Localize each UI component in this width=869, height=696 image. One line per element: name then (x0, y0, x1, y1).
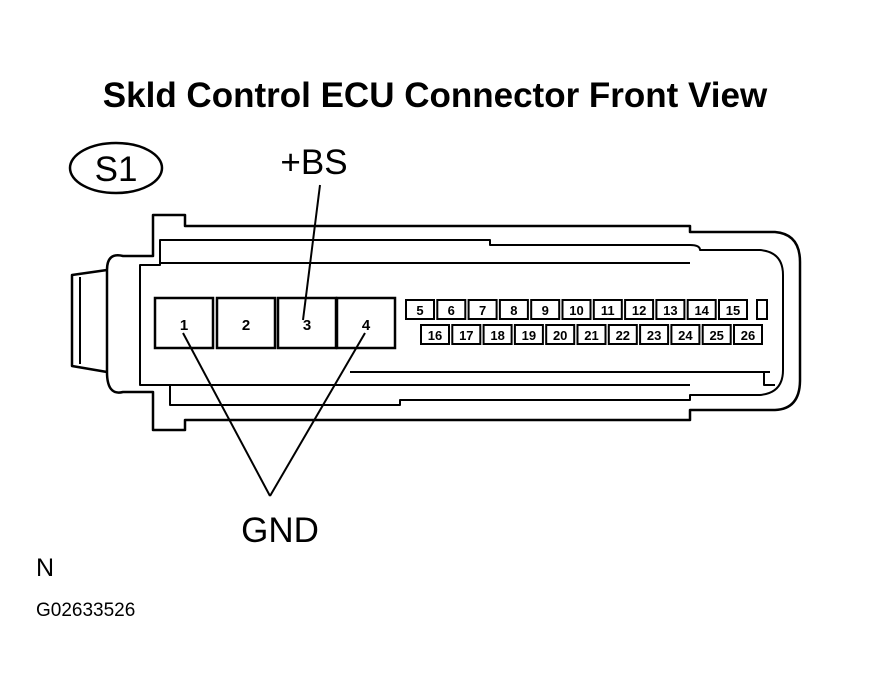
small-pin-cavity (530, 299, 561, 320)
large-pin-4: 4 (335, 296, 397, 350)
small-pin-24: 24 (670, 324, 701, 345)
small-pin-cavity (498, 299, 529, 320)
connector-body (70, 213, 802, 432)
small-pin-cavity (592, 299, 623, 320)
blank-pin-cavity (756, 299, 768, 320)
small-pin-number: 14 (694, 303, 709, 318)
small-pin-group: 5 6 7 8 9 10 11 12 13 14 15 16 17 18 19 20 21 22 23 24 25 26 (405, 299, 768, 345)
connector-code-label: S1 (95, 150, 138, 189)
small-pin-25: 25 (701, 324, 732, 345)
small-pin-number: 15 (726, 303, 740, 318)
large-pin-3: 3 (276, 296, 338, 350)
small-pin-cavity (576, 324, 607, 345)
gnd-callout-label: GND (241, 511, 319, 550)
small-pin-cavity (436, 299, 467, 320)
small-pin-22: 22 (607, 324, 638, 345)
small-pin-12: 12 (624, 299, 655, 320)
small-pin-16: 16 (420, 324, 450, 345)
small-pin-number: 10 (569, 303, 583, 318)
small-pin-cavity (545, 324, 576, 345)
small-pin-cavity (420, 324, 450, 345)
small-pin-cavity (655, 299, 686, 320)
small-pin-13: 13 (655, 299, 686, 320)
gnd-leader-line-pin4 (269, 332, 366, 497)
bs-leader-line (302, 184, 321, 321)
connector-key-slot (763, 372, 775, 386)
small-pin-cavity (561, 299, 592, 320)
small-pin-number: 6 (448, 303, 455, 318)
note-label: N (36, 554, 54, 582)
small-pin-cavity (733, 324, 763, 345)
small-pin-cavity (718, 299, 748, 320)
small-pin-number: 5 (416, 303, 423, 318)
small-pin-21: 21 (576, 324, 607, 345)
small-pin-number: 22 (616, 328, 630, 343)
small-pin-cavity (670, 324, 701, 345)
small-pin-number: 25 (709, 328, 723, 343)
small-pin-5: 5 (405, 299, 435, 320)
small-pin-7: 7 (467, 299, 498, 320)
small-pin-18: 18 (482, 324, 513, 345)
connector-outer-shell (105, 213, 802, 432)
small-pin-23: 23 (639, 324, 670, 345)
small-pin-cavity (482, 324, 513, 345)
small-pin-15: 15 (718, 299, 748, 320)
small-pin-number: 23 (647, 328, 661, 343)
small-pin-11: 11 (592, 299, 623, 320)
small-pin-number: 12 (632, 303, 646, 318)
small-pin-number: 20 (553, 328, 567, 343)
large-pin-number: 4 (362, 317, 371, 334)
small-pin-number: 19 (522, 328, 536, 343)
small-pin-cavity (701, 324, 732, 345)
small-pin-number: 11 (601, 303, 615, 318)
small-pin-number: 24 (678, 328, 693, 343)
small-pin-number: 17 (459, 328, 473, 343)
small-pin-cavity (451, 324, 482, 345)
small-pin-9: 9 (530, 299, 561, 320)
small-pin-cavity (405, 299, 435, 320)
small-pin-cavity (686, 299, 717, 320)
small-pin-number: 26 (741, 328, 755, 343)
small-pin-26: 26 (733, 324, 763, 345)
small-pin-number: 9 (542, 303, 549, 318)
small-pin-number: 8 (510, 303, 517, 318)
small-pin-number: 16 (428, 328, 442, 343)
connector-code-oval (68, 141, 164, 195)
small-pin-17: 17 (451, 324, 482, 345)
figure-id: G02633526 (36, 600, 135, 621)
small-pin-14: 14 (686, 299, 717, 320)
large-pin-number: 1 (180, 317, 188, 334)
small-pin-19: 19 (513, 324, 544, 345)
small-pin-number: 21 (584, 328, 598, 343)
large-pin-1: 1 (153, 296, 215, 350)
small-pin-8: 8 (498, 299, 529, 320)
large-pin-group: 1 2 3 4 (153, 296, 397, 350)
small-pin-number: 7 (479, 303, 486, 318)
large-pin-cavity (335, 296, 397, 350)
small-pin-number: 18 (490, 328, 504, 343)
small-pin-6: 6 (436, 299, 467, 320)
small-pin-10: 10 (561, 299, 592, 320)
large-pin-number: 3 (303, 317, 311, 334)
large-pin-cavity (153, 296, 215, 350)
small-pin-cavity (513, 324, 544, 345)
small-pin-20: 20 (545, 324, 576, 345)
connector-code-badge: S1 (68, 141, 164, 195)
bs-callout-label: +BS (280, 143, 347, 182)
large-pin-2: 2 (215, 296, 277, 350)
small-pin-number: 13 (663, 303, 677, 318)
connector-latch (70, 268, 108, 374)
small-pin-cavity (607, 324, 638, 345)
large-pin-cavity (215, 296, 277, 350)
small-pin-cavity (624, 299, 655, 320)
small-pin-cavity (639, 324, 670, 345)
diagram-title: Skld Control ECU Connector Front View (103, 76, 768, 115)
connector-inner-housing (139, 239, 784, 406)
gnd-leader-line-pin1 (182, 332, 271, 497)
large-pin-number: 2 (242, 317, 250, 334)
small-pin-cavity (467, 299, 498, 320)
